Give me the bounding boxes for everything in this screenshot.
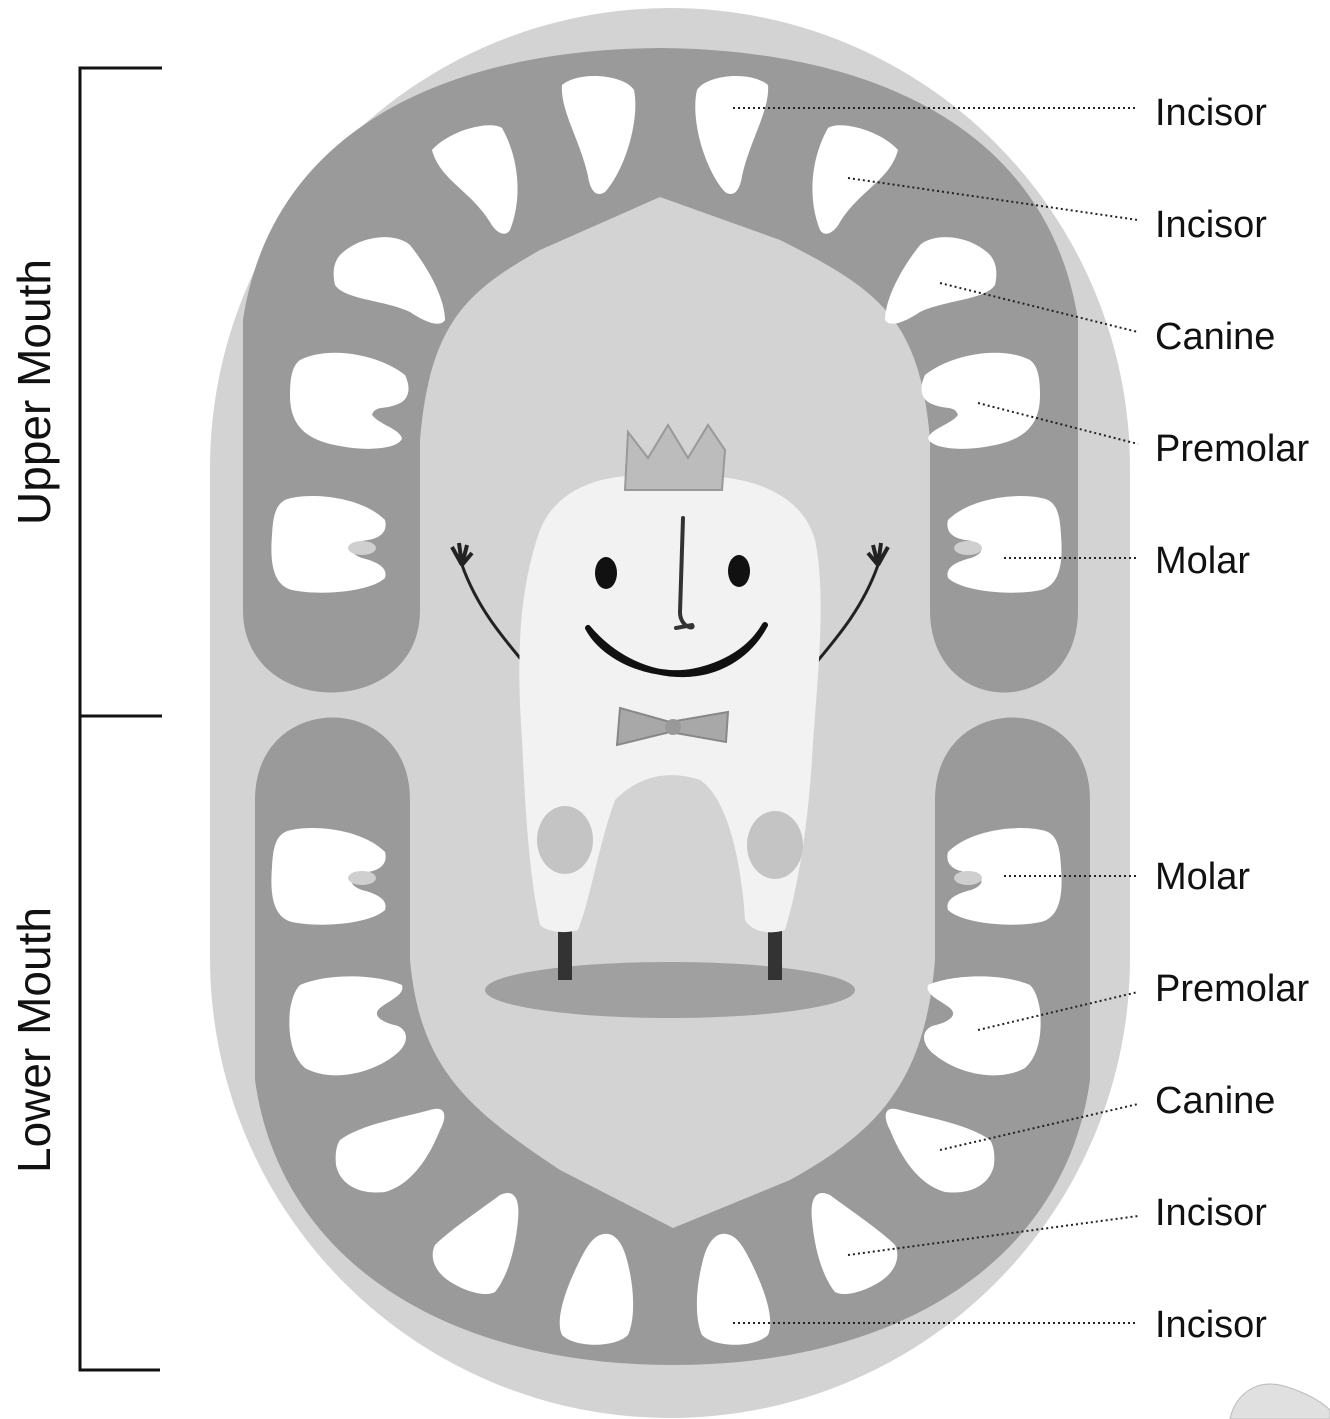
tooth-upper-molar-right-spot xyxy=(954,541,982,555)
lower-mouth-label: Lower Mouth xyxy=(8,907,60,1173)
label-upper-incisor-1: Incisor xyxy=(1155,92,1267,134)
label-lower-canine: Canine xyxy=(1155,1080,1275,1122)
upper-mouth-label: Upper Mouth xyxy=(8,259,60,525)
corner-decoration xyxy=(1230,1384,1330,1419)
label-upper-canine: Canine xyxy=(1155,316,1275,358)
character-bow-knot xyxy=(665,719,681,735)
upper-mouth-bracket xyxy=(80,68,162,716)
character-right-knee xyxy=(747,811,803,879)
character-left-eye xyxy=(595,557,617,589)
character-right-eye xyxy=(728,555,750,587)
label-lower-premolar: Premolar xyxy=(1155,968,1309,1010)
label-upper-premolar: Premolar xyxy=(1155,428,1309,470)
label-lower-incisor-1: Incisor xyxy=(1155,1192,1267,1234)
character-left-knee xyxy=(537,806,593,874)
label-upper-incisor-2: Incisor xyxy=(1155,204,1267,246)
tooth-upper-premolar-right xyxy=(921,353,1040,449)
label-upper-molar: Molar xyxy=(1155,540,1250,582)
lower-tooth-labels: Molar Premolar Canine Incisor Incisor xyxy=(1155,856,1309,1346)
tooth-upper-molar-left-spot xyxy=(348,541,376,555)
label-lower-incisor-2: Incisor xyxy=(1155,1304,1267,1346)
tooth-upper-premolar-left xyxy=(290,353,409,449)
upper-tooth-labels: Incisor Incisor Canine Premolar Molar xyxy=(1155,92,1309,582)
tooth-lower-molar-right-spot xyxy=(954,871,982,885)
character-shadow xyxy=(485,962,855,1018)
label-lower-molar: Molar xyxy=(1155,856,1250,898)
lower-mouth-bracket xyxy=(80,716,160,1370)
tooth-lower-molar-left-spot xyxy=(348,871,376,885)
